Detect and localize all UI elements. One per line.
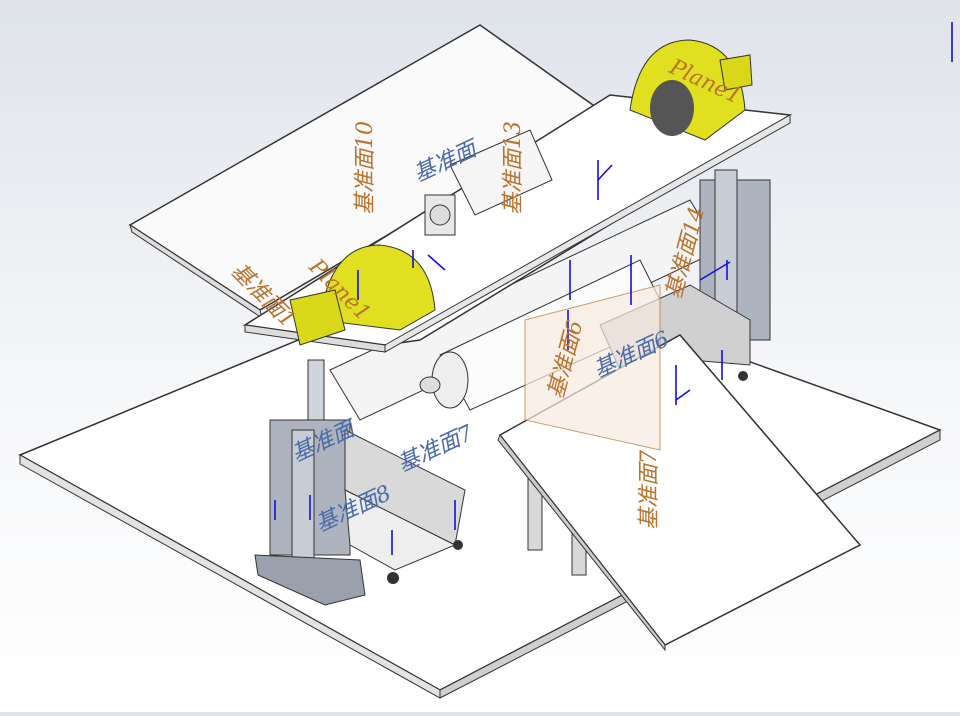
gear-motor-left[interactable] — [289, 244, 436, 346]
back-tray-plate[interactable] — [128, 24, 602, 320]
discharge-chute[interactable] — [497, 284, 862, 652]
plane-label[interactable]: 基准面7 — [637, 450, 662, 530]
plane-label[interactable]: 基准面13 — [501, 121, 526, 215]
gear-motor-right[interactable] — [629, 39, 753, 141]
triad-icons — [274, 22, 953, 555]
servo-motor[interactable] — [424, 129, 553, 236]
plane-label[interactable]: 基准面10 — [353, 121, 378, 215]
lift-cylinder-left[interactable] — [254, 419, 366, 606]
collection-box-left[interactable] — [344, 429, 466, 584]
